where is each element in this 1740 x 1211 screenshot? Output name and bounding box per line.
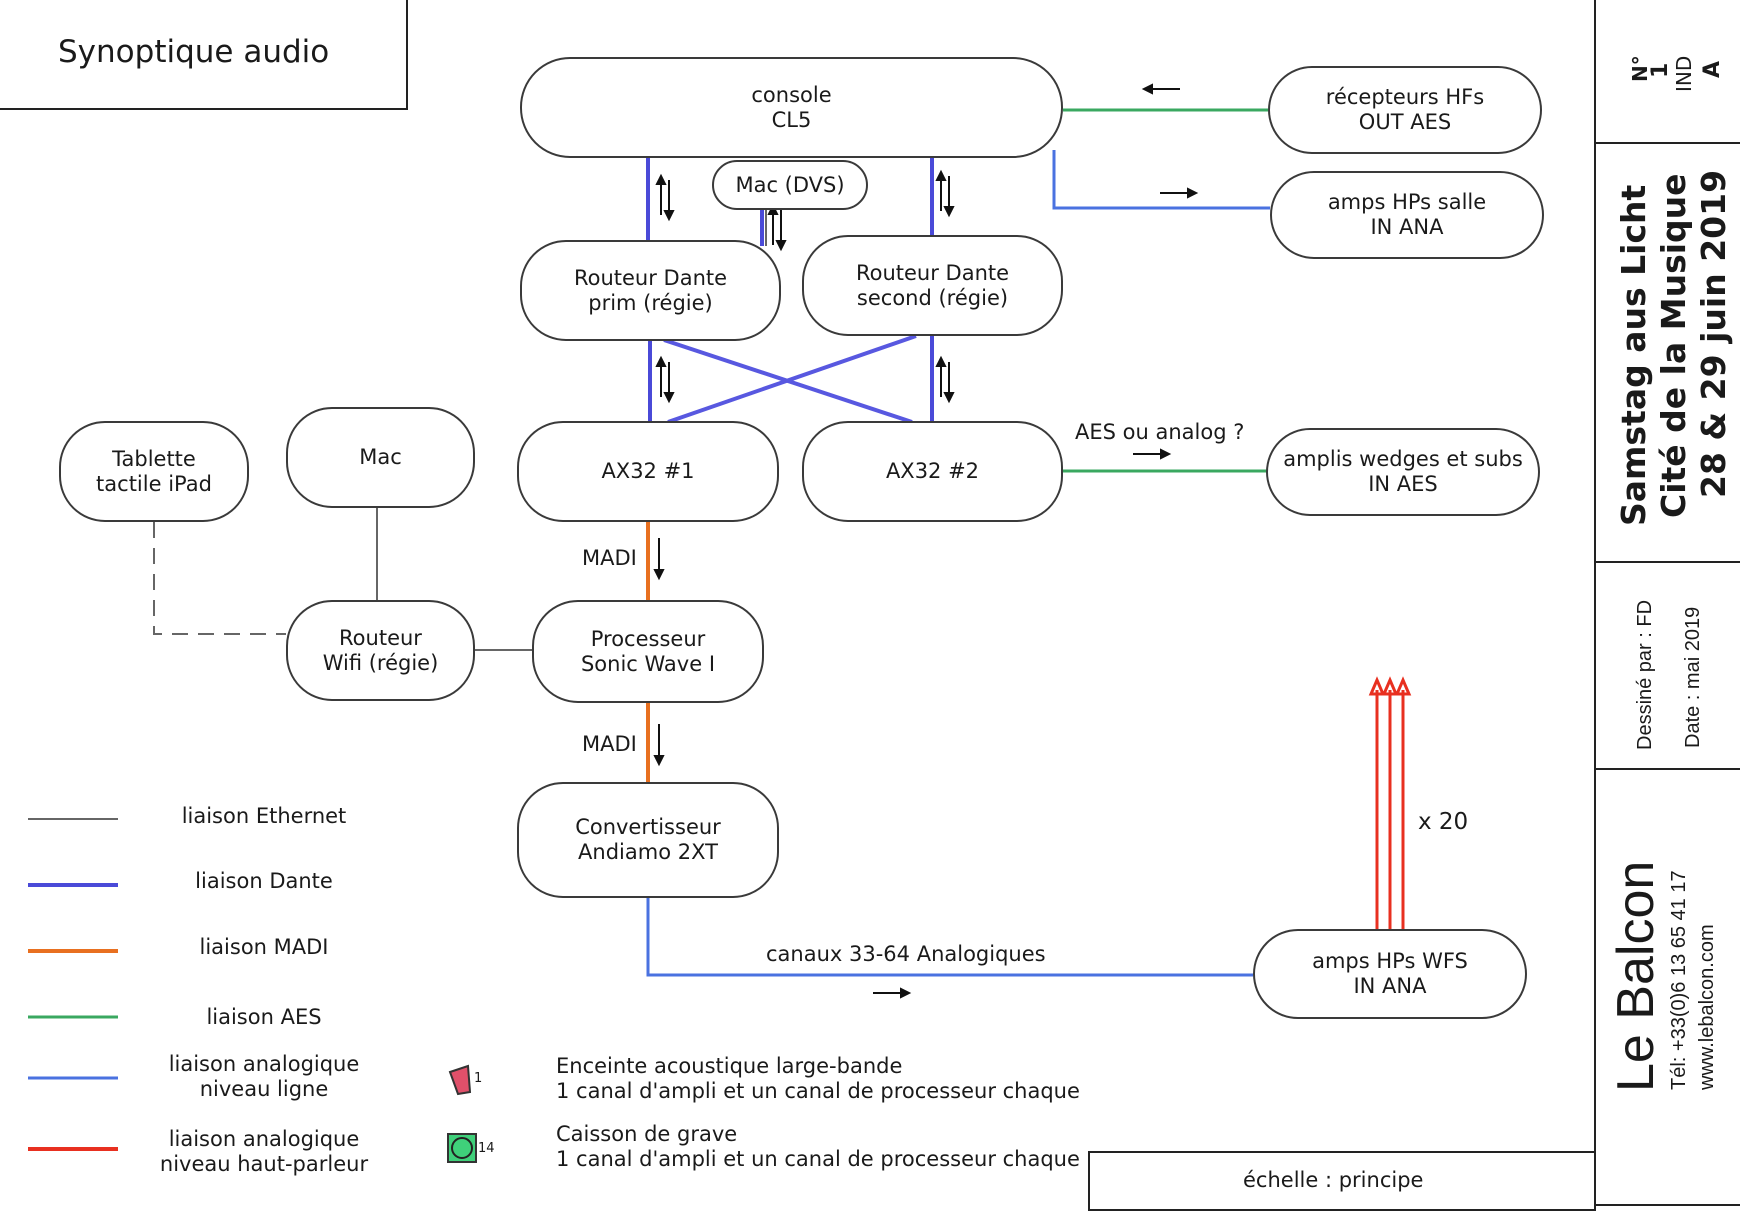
- sub-description: Caisson de grave 1 canal d'ampli et un c…: [556, 1122, 1080, 1171]
- node-processeur: Processeur Sonic Wave I: [532, 600, 764, 703]
- speaker-symbol-icon: [448, 1064, 472, 1096]
- legend-analog-hp: liaison analogique niveau haut-parleur: [159, 1127, 369, 1176]
- company-tel: Tél: +33(0)6 13 65 41 17: [1668, 870, 1690, 1090]
- company-logo-text: Le Balcon: [1607, 860, 1665, 1092]
- dante-cross-2: [667, 334, 917, 424]
- scale-label: échelle : principe: [1243, 1168, 1424, 1192]
- node-amplis-wedges: amplis wedges et subs IN AES: [1266, 428, 1540, 516]
- label-madi-2: MADI: [582, 732, 637, 756]
- label-x20: x 20: [1418, 809, 1469, 835]
- ind-label: IND: [1672, 55, 1696, 92]
- legend-dante: liaison Dante: [195, 869, 333, 893]
- ind-value: A: [1700, 60, 1725, 78]
- label-madi-1: MADI: [582, 546, 637, 570]
- node-mac-dvs: Mac (DVS): [712, 160, 868, 210]
- page-title: Synoptique audio: [58, 34, 330, 70]
- speaker-count: 1: [474, 1071, 483, 1086]
- cartouche-sep-1: [1594, 142, 1740, 144]
- node-routeur-prim: Routeur Dante prim (régie): [520, 240, 781, 341]
- node-mac: Mac: [286, 407, 475, 508]
- speaker-description: Enceinte acoustique large-bande 1 canal …: [556, 1054, 1080, 1103]
- project-line-2: Cité de la Musique: [1654, 173, 1693, 518]
- company-web: www.lebalcon.com: [1696, 924, 1718, 1090]
- label-canaux: canaux 33-64 Analogiques: [766, 942, 1046, 966]
- legend-ethernet: liaison Ethernet: [181, 804, 347, 828]
- title-box: [0, 0, 408, 110]
- node-console: console CL5: [520, 57, 1063, 158]
- wifi-tablette-link: [153, 522, 286, 635]
- legend-madi: liaison MADI: [199, 935, 329, 959]
- cartouche-sep-2: [1594, 561, 1740, 563]
- node-tablette: Tablette tactile iPad: [59, 421, 249, 522]
- project-line-3: 28 & 29 juin 2019: [1694, 169, 1733, 498]
- subwoofer-symbol-icon: [447, 1133, 477, 1163]
- date: Date : mai 2019: [1682, 606, 1704, 748]
- node-ax32-2: AX32 #2: [802, 421, 1063, 522]
- legend-aes: liaison AES: [206, 1005, 322, 1029]
- project-line-1: Samstag aus Licht: [1614, 184, 1653, 526]
- node-recepteurs: récepteurs HFs OUT AES: [1268, 66, 1542, 154]
- label-aes-analog: AES ou analog ?: [1075, 420, 1245, 444]
- num-value: 1: [1648, 62, 1673, 78]
- node-routeur-wifi: Routeur Wifi (régie): [286, 600, 475, 701]
- analog-console-amps-salle: [1052, 150, 1270, 210]
- node-ax32-1: AX32 #1: [517, 421, 779, 522]
- node-routeur-second: Routeur Dante second (régie): [802, 235, 1063, 336]
- drawn-by: Dessiné par : FD: [1634, 599, 1656, 750]
- sub-count: 14: [478, 1141, 495, 1156]
- legend-analog-line: liaison analogique niveau ligne: [168, 1052, 360, 1101]
- analog-convertisseur-wfs: [646, 898, 1253, 977]
- node-convertisseur: Convertisseur Andiamo 2XT: [517, 782, 779, 898]
- node-amps-wfs: amps HPs WFS IN ANA: [1253, 929, 1527, 1019]
- cartouche-sep-3: [1594, 768, 1740, 770]
- cartouche-frame: [1594, 0, 1740, 1206]
- node-amps-salle: amps HPs salle IN ANA: [1270, 171, 1544, 259]
